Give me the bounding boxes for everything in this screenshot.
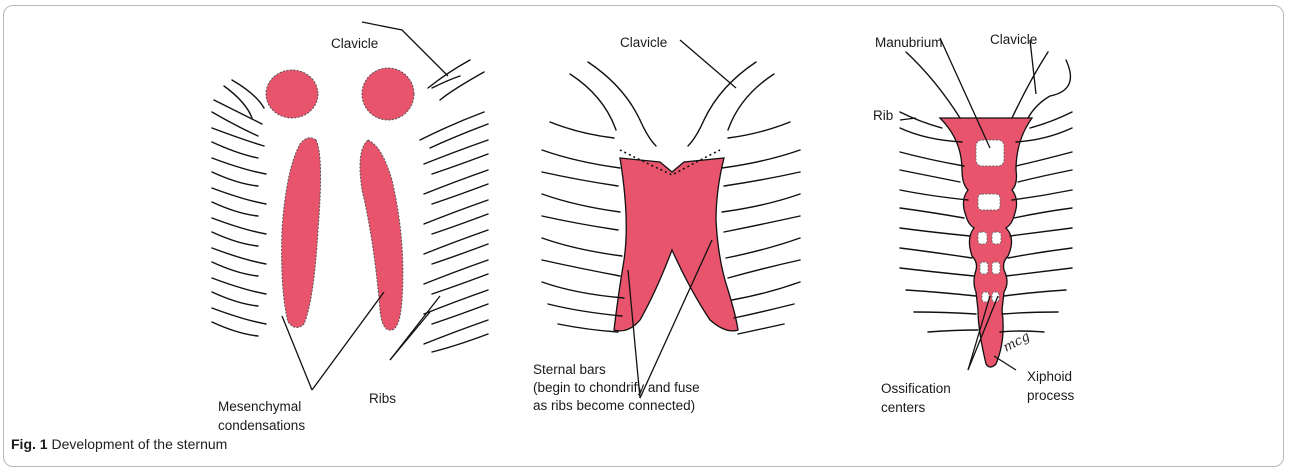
panel3-manubrium-label: Manubrium	[875, 35, 943, 50]
panel1-condensations-label: condensations	[218, 418, 305, 433]
panel3-centers-label: centers	[881, 400, 926, 415]
panel2-clavicle-label: Clavicle	[620, 35, 667, 50]
panel3-rib-label: Rib	[873, 108, 893, 123]
left-mesenchymal-bar	[282, 138, 321, 328]
panel3-xiphoid-label: Xiphoid	[1027, 369, 1072, 384]
panel2-fuse-label: as ribs become connected)	[533, 398, 695, 413]
panel2-sternal-bars-label: Sternal bars	[533, 362, 606, 377]
right-mesenchymal-bar	[360, 140, 403, 330]
panel1-mesenchymal-label: Mesenchymal	[218, 399, 301, 414]
right-clavicular-condensation	[362, 68, 414, 120]
left-ribs	[212, 80, 266, 336]
panel-mesenchymal-stage	[212, 60, 488, 352]
figure-caption-label: Fig. 1	[11, 436, 48, 452]
left-clavicular-condensation	[266, 70, 318, 118]
panel1-clavicle-label: Clavicle	[331, 36, 378, 51]
panel3-process-label: process	[1027, 388, 1075, 403]
panel3-clavicle-label: Clavicle	[990, 32, 1037, 47]
figure-caption-text: Development of the sternum	[51, 436, 227, 452]
sternal-bars	[614, 158, 738, 331]
illustrator-signature: mcg	[1001, 329, 1033, 355]
panel2-chondrify-label: (begin to chondrify and fuse	[533, 380, 700, 395]
figure-caption: Fig. 1 Development of the sternum	[11, 436, 227, 452]
mesenchymal-condensations	[266, 68, 414, 330]
panel3-ossification-label: Ossification	[881, 381, 951, 396]
panel-ossification-stage	[900, 38, 1072, 370]
panel1-ribs-label: Ribs	[369, 391, 396, 406]
panel-sternal-bars-stage	[542, 40, 800, 398]
